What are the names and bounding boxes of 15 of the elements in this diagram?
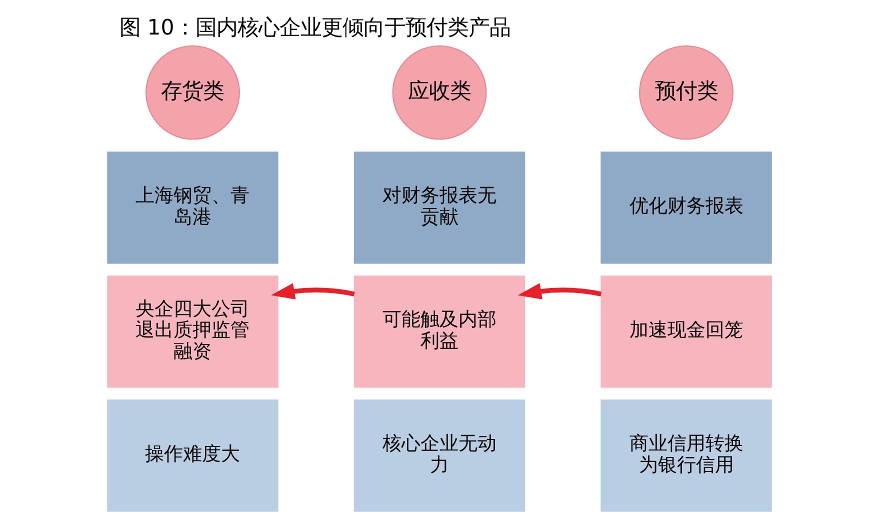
node-box: 加速现金回笼 — [600, 276, 772, 388]
node-box: 对财务报表无贡献 — [354, 152, 526, 264]
node-box: 上海钢贸、青岛港 — [107, 152, 278, 264]
node-box: 央企四大公司退出质押监管融资 — [107, 276, 278, 388]
node-circle: 预付类 — [639, 45, 734, 140]
node-box: 商业信用转换为银行信用 — [600, 400, 772, 512]
node-box: 优化财务报表 — [600, 152, 772, 264]
arrow — [270, 283, 355, 300]
node-box: 操作难度大 — [107, 400, 278, 512]
node-box: 核心企业无动力 — [354, 400, 526, 512]
node-circle: 存货类 — [146, 45, 240, 140]
diagram-title: 图 10：国内核心企业更倾向于预付类产品 — [120, 16, 510, 41]
arrow — [518, 283, 602, 300]
node-circle: 应收类 — [392, 45, 487, 140]
node-box: 可能触及内部利益 — [354, 276, 526, 388]
